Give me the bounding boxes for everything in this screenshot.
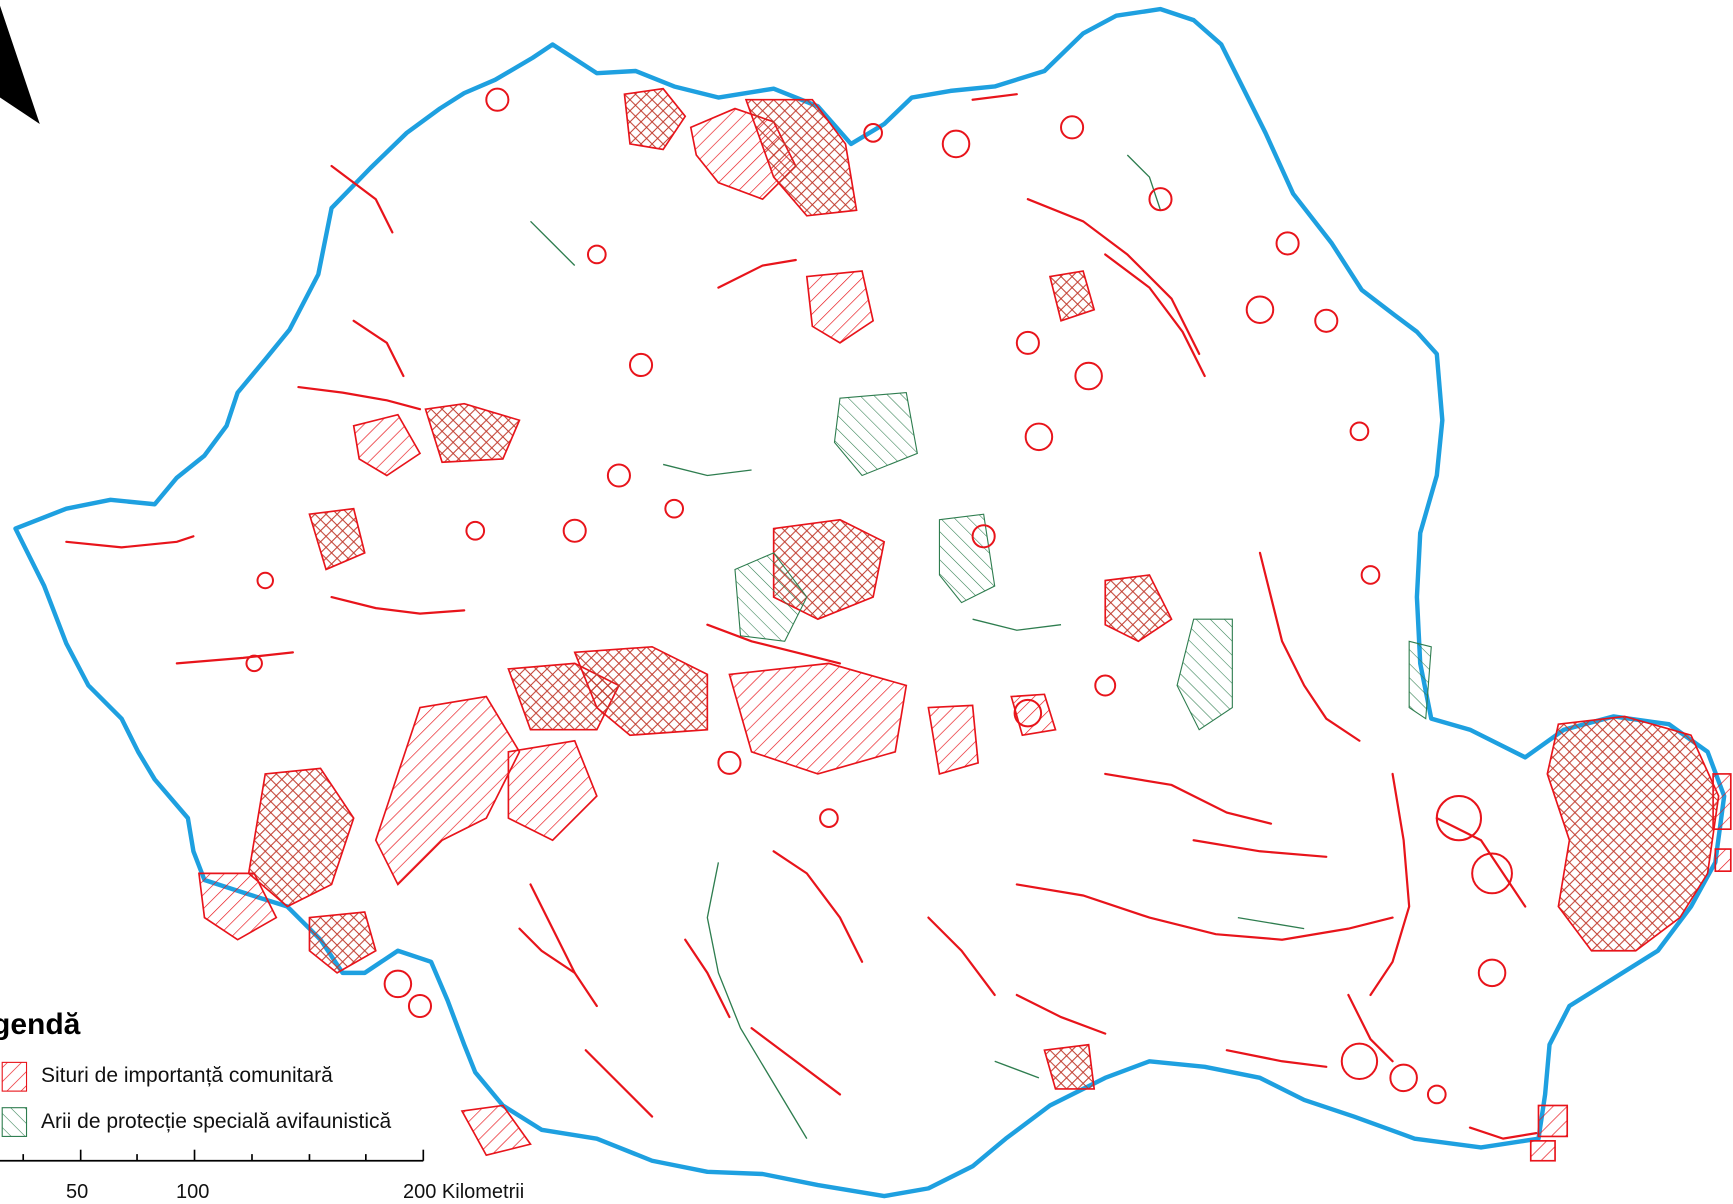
legend-label-spa: Arii de protecție specială avifaunistică — [41, 1110, 392, 1133]
legend-swatch-spa — [1, 1107, 28, 1137]
legend-label-sci: Situri de importanță comunitară — [41, 1064, 333, 1087]
scale-bar — [0, 1149, 425, 1162]
north-arrow-icon — [0, 5, 40, 125]
scale-label-100: 100 — [176, 1181, 210, 1203]
legend-item-spa: Arii de protecție specială avifaunistică — [2, 1106, 391, 1138]
scale-label-50: 50 — [66, 1181, 89, 1203]
legend-title: gendă — [0, 1008, 81, 1041]
protected-areas — [198, 87, 1720, 1157]
sci-linear-features — [65, 93, 1538, 1140]
spa-linear-features — [530, 154, 1305, 1139]
scale-label-200: 200 Kilometrii — [403, 1181, 525, 1203]
offshore-areas — [1529, 773, 1732, 1162]
legend-swatch-sci — [1, 1061, 28, 1092]
country-border — [13, 6, 1727, 1199]
legend-item-sci: Situri de importanță comunitară — [2, 1060, 333, 1092]
sci-small-patches — [245, 87, 1513, 1105]
